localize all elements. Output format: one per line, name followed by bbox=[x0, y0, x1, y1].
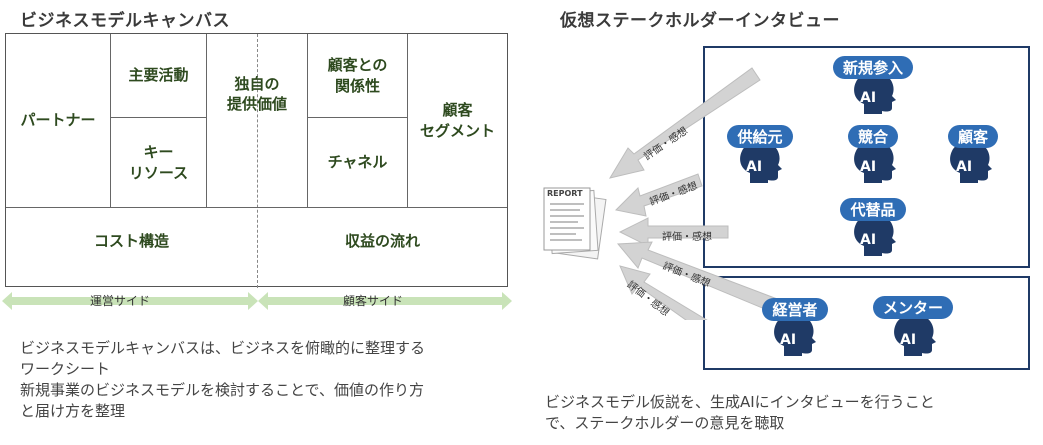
relationship-line2: 関係性 bbox=[334, 76, 380, 95]
cell-cost-structure: コスト構造 bbox=[93, 231, 169, 250]
arrow-label-3: 評価・感想 bbox=[662, 232, 712, 243]
bmc-caption-line1: ビジネスモデルキャンバスは、ビジネスを俯瞰的に整理する bbox=[20, 339, 426, 357]
ops-side-label: 運営サイド bbox=[90, 294, 151, 308]
feedback-arrows bbox=[608, 67, 781, 320]
cell-customer-relationship: 顧客との 関係性 bbox=[308, 34, 407, 117]
stakeholder-label: 新規参入 bbox=[832, 56, 913, 79]
stakeholder-mentor: AI メンター bbox=[872, 296, 953, 356]
stakeholder-substitute: AI 代替品 bbox=[838, 198, 908, 258]
stakeholder-label: 経営者 bbox=[762, 298, 828, 321]
ai-label: AI bbox=[746, 159, 763, 175]
key-resources-line1: キー bbox=[143, 143, 174, 162]
stakeholder-label: 供給元 bbox=[727, 125, 793, 148]
cell-channel: チャネル bbox=[327, 153, 388, 172]
relationship-line1: 顧客との bbox=[327, 56, 388, 75]
key-resources-line2: リソース bbox=[128, 163, 189, 182]
stakeholder-new-entrant: AI 新規参入 bbox=[832, 56, 913, 116]
value-line2: 提供価値 bbox=[226, 95, 287, 114]
cell-value-proposition: 独自の 提供価値 bbox=[207, 74, 307, 154]
interview-title: 仮想ステークホルダーインタビュー bbox=[560, 11, 840, 31]
customer-side-label: 顧客サイド bbox=[343, 294, 404, 308]
ai-head-icon bbox=[774, 314, 816, 356]
stakeholder-competitor: AI 競合 bbox=[838, 125, 908, 185]
interview-caption-line1: ビジネスモデル仮説を、生成AIにインタビューを行うこと bbox=[545, 393, 935, 411]
stakeholder-box-external bbox=[703, 46, 1030, 268]
stakeholder-label: 代替品 bbox=[840, 198, 906, 221]
ai-head-icon bbox=[894, 314, 936, 356]
ai-head-icon bbox=[950, 141, 992, 183]
stakeholder-customer: AI 顧客 bbox=[938, 125, 1008, 185]
cell-customer-segment: 顧客 セグメント bbox=[408, 34, 507, 207]
side-arrows bbox=[2, 292, 512, 310]
report-label: REPORT bbox=[547, 189, 583, 198]
interview-caption: ビジネスモデル仮説を、生成AIにインタビューを行うこと で、ステークホルダーの意… bbox=[545, 392, 1035, 434]
bmc-title: ビジネスモデルキャンバス bbox=[20, 11, 230, 31]
stakeholder-label: 顧客 bbox=[947, 125, 998, 148]
ai-label: AI bbox=[900, 332, 917, 348]
bmc-caption-line2: ワークシート bbox=[20, 360, 111, 378]
stakeholder-box-internal bbox=[703, 276, 1030, 370]
ai-label: AI bbox=[780, 332, 797, 348]
stakeholder-executive: AI 経営者 bbox=[760, 298, 830, 358]
ai-label: AI bbox=[860, 232, 877, 248]
ai-head-icon bbox=[740, 141, 782, 183]
customer-side-arrow bbox=[258, 292, 512, 310]
cell-partner: パートナー bbox=[20, 111, 96, 130]
bmc-caption-line3: 新規事業のビジネスモデルを検討することで、価値の作り方 bbox=[20, 381, 424, 399]
segment-line2: セグメント bbox=[419, 121, 495, 140]
business-model-canvas: パートナー 主要活動 キー リソース 独自の 提供価値 顧客との 関係性 チャネ… bbox=[5, 33, 508, 288]
value-line1: 独自の bbox=[234, 75, 280, 93]
interview-caption-line2: で、ステークホルダーの意見を聴取 bbox=[545, 414, 785, 432]
cell-revenue-streams: 収益の流れ bbox=[344, 231, 420, 250]
ai-head-icon bbox=[854, 214, 896, 256]
segment-line1: 顧客 bbox=[442, 101, 473, 120]
stakeholder-label: メンター bbox=[872, 296, 953, 319]
ai-label: AI bbox=[860, 159, 877, 175]
bmc-caption-line4: と届け方を整理 bbox=[20, 402, 126, 420]
ai-head-icon bbox=[854, 141, 896, 183]
stakeholder-label: 競合 bbox=[847, 125, 898, 148]
bmc-caption: ビジネスモデルキャンバスは、ビジネスを俯瞰的に整理する ワークシート 新規事業の… bbox=[20, 338, 510, 422]
cell-key-resources: キー リソース bbox=[111, 118, 206, 207]
ops-side-arrow bbox=[2, 292, 258, 310]
ai-label: AI bbox=[956, 159, 973, 175]
stakeholder-supplier: AI 供給元 bbox=[727, 125, 800, 185]
cell-key-activities: 主要活動 bbox=[128, 66, 189, 85]
report-document-icon bbox=[543, 187, 607, 260]
ai-head-icon bbox=[854, 72, 896, 114]
ai-label: AI bbox=[860, 90, 877, 106]
